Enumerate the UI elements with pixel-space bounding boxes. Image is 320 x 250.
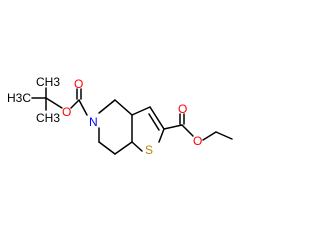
molecule-diagram: H3C CH3 CH3 O O N S O O <box>7 75 233 157</box>
bond-ccarbonyl-n <box>78 99 88 116</box>
bond-cq-o <box>45 97 63 109</box>
bond-c7a-ch2 <box>114 141 133 155</box>
atom-labels: H3C CH3 CH3 O O N S O O <box>7 75 202 157</box>
atom-label-thiophene-s: S <box>145 143 153 157</box>
atom-label-boc-ether-o: O <box>62 105 71 119</box>
atom-label-ch3-top: CH3 <box>36 75 60 89</box>
bond-n-ch2-upper <box>98 99 116 114</box>
atom-label-ester-carbonyl-o: O <box>178 102 187 116</box>
atom-label-ring-n: N <box>89 115 98 129</box>
bond-ch2-ch3 <box>215 131 233 140</box>
bond-o-ccarbonyl <box>70 99 80 109</box>
bond-c2-cester <box>163 124 183 130</box>
bond-s-c7a <box>131 141 143 152</box>
atom-label-ch3-bottom: CH3 <box>36 111 60 125</box>
bond-c2-s <box>158 128 165 143</box>
bond-ch2-c3a <box>114 99 133 116</box>
atom-label-ester-ether-o: O <box>193 134 202 148</box>
atom-label-h3c: H3C <box>7 91 31 105</box>
bond-c3-c2-double-b <box>148 113 160 131</box>
bond-o-ch2 <box>202 131 217 141</box>
bond-cester-o <box>181 124 194 137</box>
bonds <box>31 87 233 155</box>
structure-canvas: H3C CH3 CH3 O O N S O O <box>7 75 233 157</box>
bond-c3-c2-double-a <box>149 106 165 130</box>
bond-ch2-ch2 <box>98 141 116 155</box>
bond-c3a-c3 <box>131 106 151 116</box>
atom-label-boc-carbonyl-o: O <box>74 77 83 91</box>
